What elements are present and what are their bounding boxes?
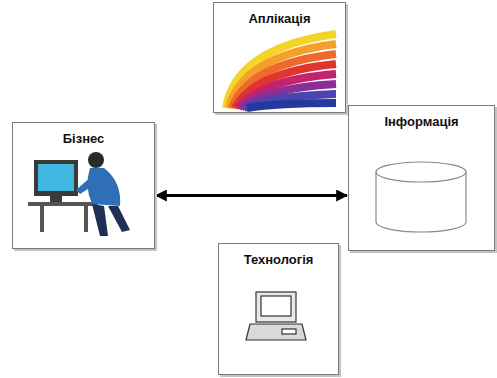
head <box>88 152 104 168</box>
band <box>235 64 336 108</box>
legs <box>92 204 130 236</box>
box-title: Аплікація <box>214 3 345 27</box>
monitor <box>34 160 78 196</box>
box-title: Технологія <box>219 244 338 268</box>
terminal-case <box>256 292 296 322</box>
band <box>244 94 336 108</box>
component-box: Бізнес <box>12 122 155 249</box>
desk-leg <box>84 206 88 232</box>
terminal-icon <box>246 292 306 340</box>
monitor-stand <box>50 196 62 202</box>
terminal-slot <box>282 329 296 334</box>
desk <box>28 202 98 206</box>
box-title: Інформація <box>349 106 494 130</box>
double-arrow <box>156 194 347 197</box>
component-box: Аплікація <box>213 2 346 113</box>
band <box>241 84 336 108</box>
component-box: Інформація <box>348 105 495 251</box>
terminal-screen <box>261 296 291 316</box>
band <box>247 103 336 108</box>
rainbow-graphic <box>226 34 336 108</box>
box-title: Бізнес <box>13 123 154 147</box>
desk-leg <box>40 206 44 232</box>
monitor-screen <box>38 164 74 191</box>
arm <box>76 176 96 194</box>
band <box>226 34 336 108</box>
database-cylinder <box>376 162 466 232</box>
cylinder-top <box>376 162 466 182</box>
component-box: Технологія <box>218 243 339 375</box>
band <box>229 44 336 108</box>
body <box>87 168 120 206</box>
band <box>238 74 336 108</box>
terminal-keyboard <box>246 324 306 340</box>
business-illustration <box>28 152 130 236</box>
band <box>232 54 336 108</box>
